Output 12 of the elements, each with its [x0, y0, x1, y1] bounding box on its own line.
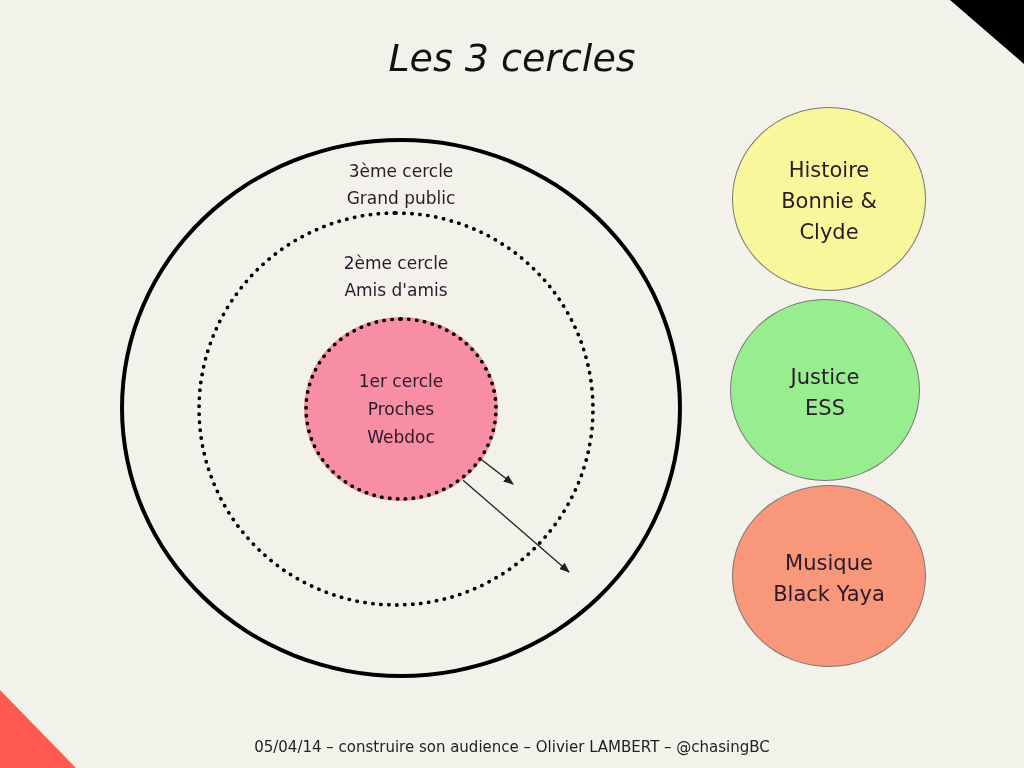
circle	[197, 211, 595, 607]
circle-label: 2ème cercle Amis d'amis	[342, 252, 450, 302]
circle-label: Justice ESS	[788, 364, 861, 422]
circle-label: Musique Black Yaya	[772, 550, 886, 608]
footer-text: 05/04/14 – construire son audience – Olivier LAMBERT – @chasingBC	[253, 738, 771, 756]
circle	[120, 138, 682, 678]
circle-label: 1er cercle Proches Webdoc	[357, 370, 445, 449]
circle-label: 3ème cercle Grand public	[345, 160, 457, 210]
arrow	[462, 479, 570, 573]
slide-title: Les 3 cercles	[387, 36, 637, 80]
arrow	[480, 458, 514, 485]
circle-label: Histoire Bonnie & Clyde	[780, 157, 878, 246]
